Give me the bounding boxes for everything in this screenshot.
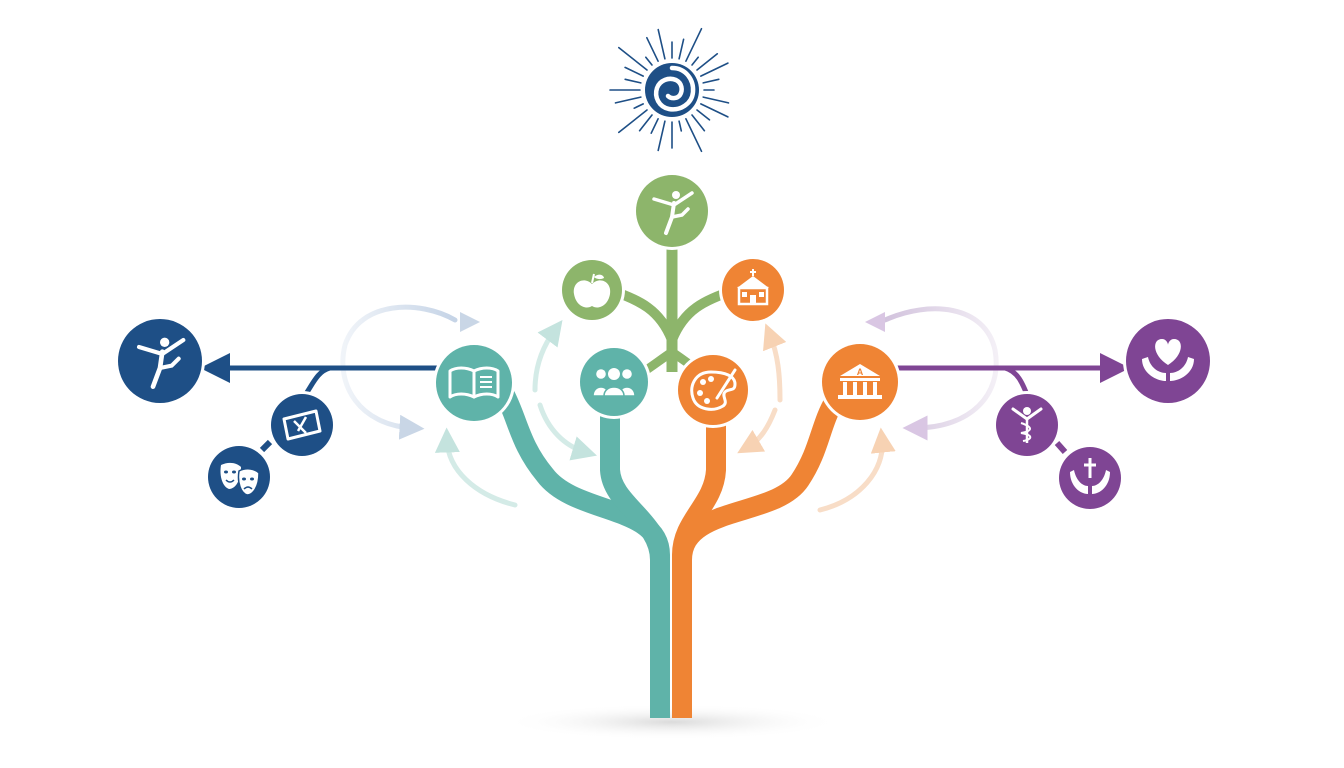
ground-shadow — [502, 704, 842, 740]
museum-building-icon: A — [838, 364, 882, 399]
tree-trunk — [496, 240, 844, 718]
apple-icon — [573, 273, 611, 308]
orange-branch-palette — [672, 420, 726, 718]
ticket-ribbon-icon — [282, 409, 322, 441]
node-dance-top — [633, 172, 711, 250]
teal-branch-community — [600, 410, 670, 561]
node-palette — [675, 352, 751, 428]
dancer-icon — [652, 191, 694, 235]
node-layer: A — [115, 172, 1213, 512]
node-disc — [722, 259, 784, 321]
cycle-arrows — [340, 304, 999, 513]
node-masks — [205, 443, 273, 511]
node-disc — [822, 344, 898, 420]
cross-in-hands-icon — [1070, 458, 1110, 494]
node-ribbon — [268, 391, 336, 459]
node-book — [433, 342, 515, 424]
node-dance-left — [115, 316, 205, 406]
node-schoolhouse — [719, 256, 787, 324]
theater-masks-icon — [220, 462, 260, 496]
paint-palette-icon — [690, 368, 737, 411]
node-disc — [678, 355, 748, 425]
heart-in-hands-icon — [1142, 339, 1194, 381]
dancer-icon — [136, 337, 186, 390]
node-museum: A — [819, 341, 901, 423]
spiral-sun-icon — [609, 27, 730, 153]
node-health — [993, 391, 1061, 459]
node-care — [1123, 316, 1213, 406]
node-apple — [559, 257, 625, 323]
node-community — [577, 345, 651, 419]
node-faith — [1056, 444, 1124, 512]
schoolhouse-icon — [737, 269, 769, 306]
teal-branch-book — [496, 390, 670, 718]
orange-branch-museum — [672, 394, 844, 562]
people-group-icon — [592, 368, 636, 397]
open-book-icon — [448, 366, 500, 399]
caduceus-figure-icon — [1011, 407, 1043, 443]
node-disc — [580, 348, 648, 416]
svg-text:A: A — [857, 367, 864, 377]
